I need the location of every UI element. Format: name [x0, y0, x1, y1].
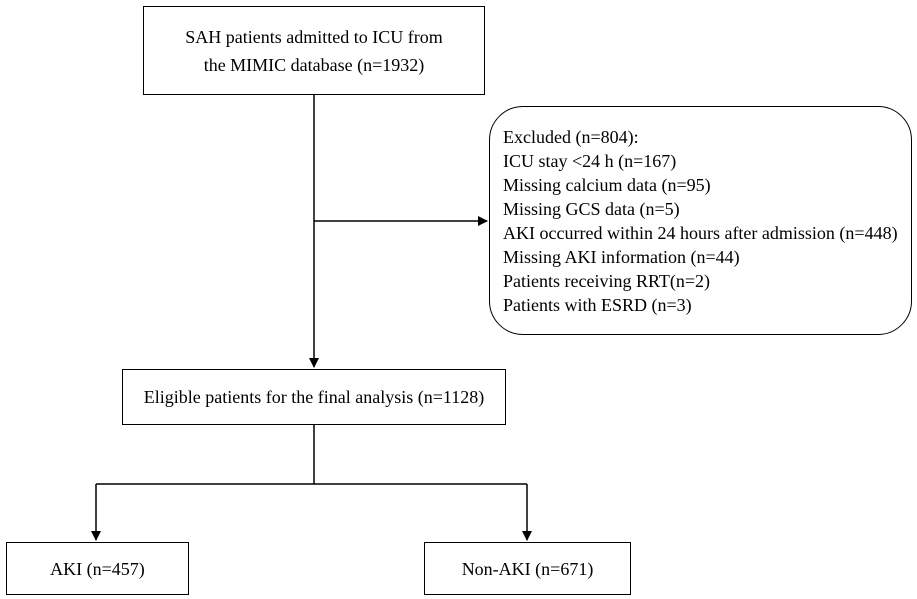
sah-patients-line-1: SAH patients admitted to ICU from	[185, 26, 443, 47]
aki-box: AKI (n=457)	[6, 542, 189, 595]
excluded-line: Missing AKI information (n=44)	[503, 246, 740, 267]
excluded-line: Patients with ESRD (n=3)	[503, 294, 692, 315]
non-aki-label: Non-AKI (n=671)	[461, 558, 594, 579]
excluded-line: Missing calcium data (n=95)	[503, 174, 711, 195]
sah-patients-box: SAH patients admitted to ICU from the MI…	[143, 6, 485, 95]
excluded-line: AKI occurred within 24 hours after admis…	[503, 222, 898, 243]
excluded-line: Excluded (n=804):	[503, 126, 639, 147]
aki-label: AKI (n=457)	[50, 558, 145, 579]
non-aki-box: Non-AKI (n=671)	[424, 542, 631, 595]
excluded-line: ICU stay <24 h (n=167)	[503, 150, 677, 171]
excluded-box: Excluded (n=804): ICU stay <24 h (n=167)…	[489, 106, 912, 335]
excluded-line: Missing GCS data (n=5)	[503, 198, 680, 219]
sah-patients-line-2: the MIMIC database (n=1932)	[203, 54, 425, 75]
excluded-line: Patients receiving RRT(n=2)	[503, 270, 711, 291]
eligible-patients-box: Eligible patients for the final analysis…	[122, 369, 506, 425]
eligible-patients-label: Eligible patients for the final analysis…	[143, 387, 485, 407]
